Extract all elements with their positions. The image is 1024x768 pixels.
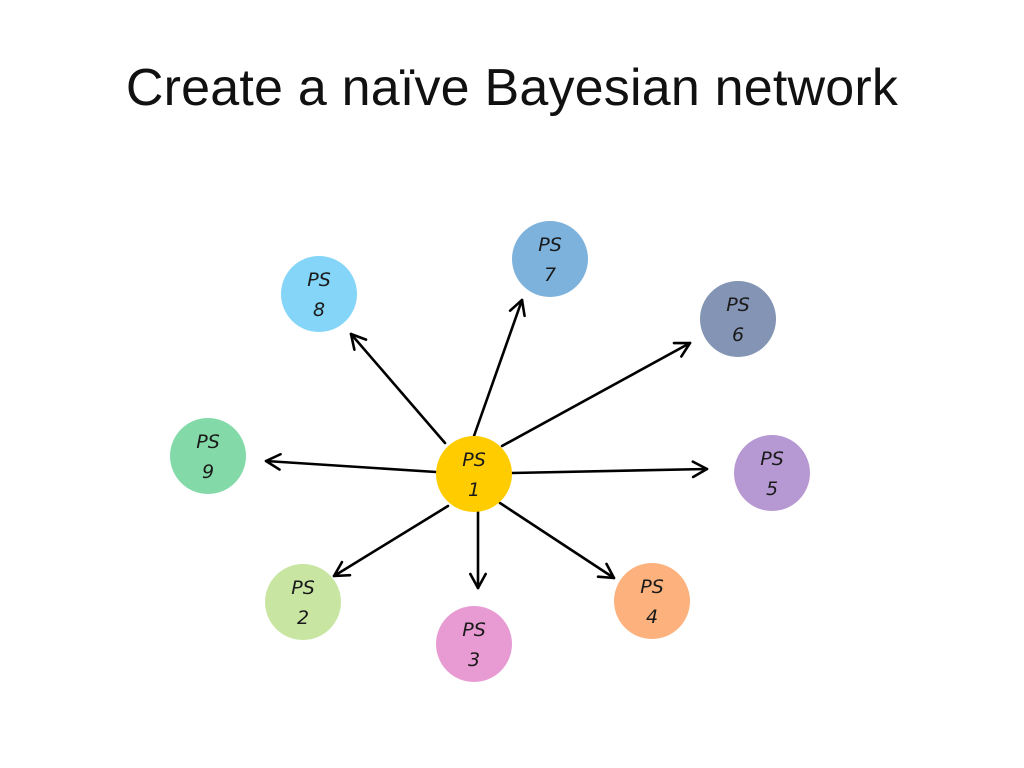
node-ps8: PS 8 xyxy=(281,256,357,332)
arrow-shaft xyxy=(510,467,709,475)
arrow-head xyxy=(691,460,709,479)
node-label-line2: 5 xyxy=(766,478,778,500)
arrow-ps1-to-ps6 xyxy=(500,341,692,448)
node-circle xyxy=(170,418,246,494)
node-ps4: PS 4 xyxy=(614,563,690,639)
arrow-shaft xyxy=(500,341,692,448)
arrow-shaft xyxy=(264,459,438,474)
node-label-line2: 7 xyxy=(544,264,556,286)
node-ps2: PS 2 xyxy=(265,564,341,640)
node-ps9: PS 9 xyxy=(170,418,246,494)
arrow-head xyxy=(349,332,368,351)
node-label-line1: PS xyxy=(760,448,784,470)
node-circle xyxy=(700,281,776,357)
node-label-line1: PS xyxy=(462,449,486,471)
arrow-ps1-to-ps5 xyxy=(510,460,709,479)
node-ps1: PS 1 xyxy=(436,436,512,512)
slide-title: Create a naïve Bayesian network xyxy=(125,59,899,117)
node-circle xyxy=(512,221,588,297)
node-circle xyxy=(265,564,341,640)
node-ps6: PS 6 xyxy=(700,281,776,357)
arrow-head xyxy=(672,341,692,358)
arrow-ps1-to-ps3 xyxy=(469,510,487,590)
node-label-line2: 3 xyxy=(468,649,480,671)
arrow-shaft xyxy=(498,501,616,580)
node-label-line1: PS xyxy=(307,269,331,291)
arrow-shaft xyxy=(332,504,450,578)
node-label-line1: PS xyxy=(291,577,315,599)
node-label-line1: PS xyxy=(462,619,486,641)
arrow-head xyxy=(332,560,352,578)
node-label-line1: PS xyxy=(196,431,220,453)
arrow-head xyxy=(596,562,616,580)
node-circle xyxy=(281,256,357,332)
arrow-ps1-to-ps4 xyxy=(498,501,616,580)
node-label-line2: 4 xyxy=(646,606,658,628)
node-circle xyxy=(436,436,512,512)
node-label-line2: 8 xyxy=(313,299,325,321)
node-label-line1: PS xyxy=(640,576,664,598)
node-label-line1: PS xyxy=(726,294,750,316)
node-label-line2: 2 xyxy=(297,607,309,629)
arrow-head xyxy=(469,572,487,590)
arrow-ps1-to-ps8 xyxy=(349,332,447,445)
arrow-ps1-to-ps9 xyxy=(264,452,438,474)
node-circle xyxy=(614,563,690,639)
arrow-shaft xyxy=(349,332,447,445)
node-circle xyxy=(436,606,512,682)
node-label-line2: 1 xyxy=(468,479,480,501)
node-label-line2: 6 xyxy=(732,324,744,346)
node-ps7: PS 7 xyxy=(512,221,588,297)
arrow-ps1-to-ps7 xyxy=(472,298,526,438)
node-ps5: PS 5 xyxy=(734,435,810,511)
arrow-head xyxy=(508,298,526,318)
arrow-head xyxy=(264,452,282,471)
node-ps3: PS 3 xyxy=(436,606,512,682)
edge-layer xyxy=(264,298,709,590)
arrow-ps1-to-ps2 xyxy=(332,504,450,578)
node-label-line2: 9 xyxy=(202,461,214,483)
node-label-line1: PS xyxy=(538,234,562,256)
arrow-shaft xyxy=(472,298,524,438)
node-circle xyxy=(734,435,810,511)
